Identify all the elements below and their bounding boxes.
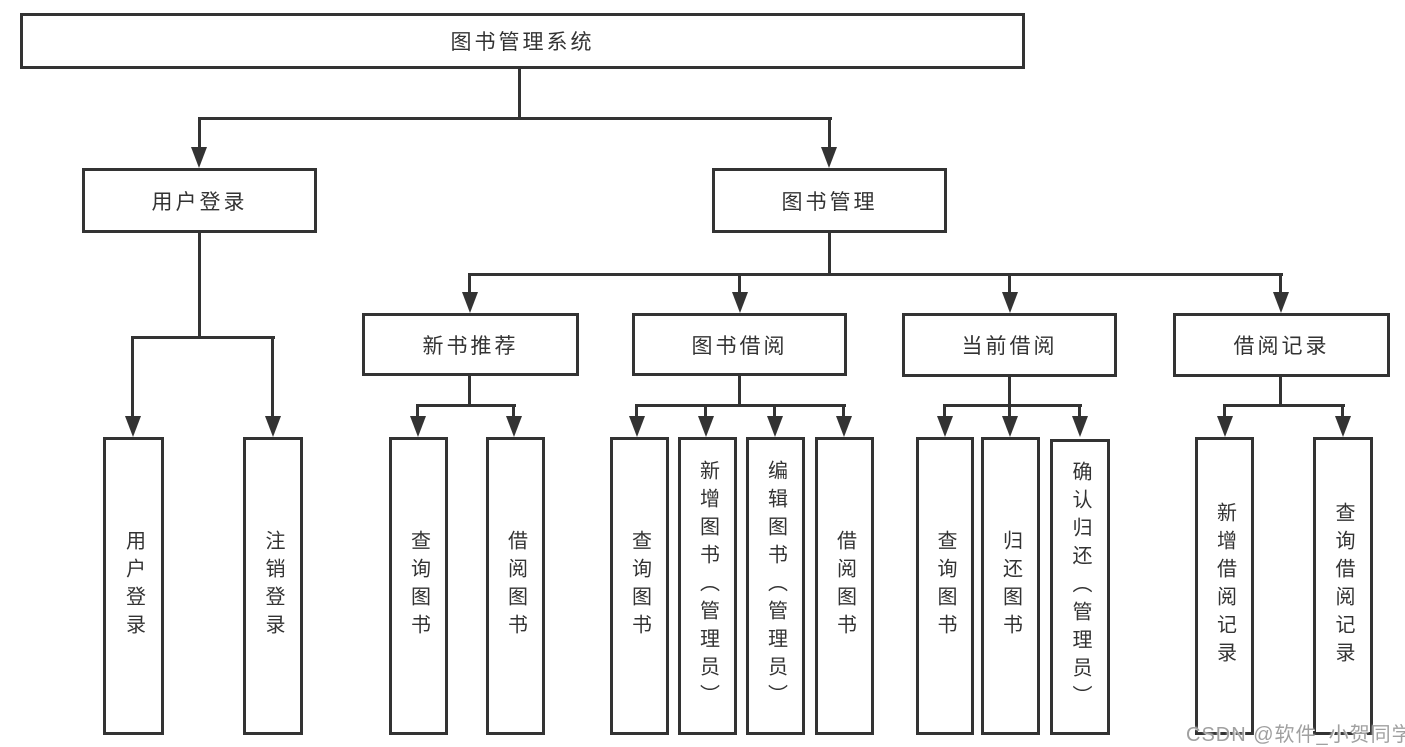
node-root-label: 图书管理系统 — [450, 31, 595, 54]
node-book-mgmt-label: 图书管理 — [781, 190, 878, 214]
node-user-login-label: 用户登录 — [151, 190, 248, 214]
arrow-leaf-logout — [265, 416, 281, 437]
connector-drop — [1341, 404, 1344, 420]
arrow-leaf — [836, 416, 852, 437]
connector-drop — [416, 404, 419, 420]
node-book-mgmt: 图书管理 — [712, 168, 947, 233]
connector-level1-horizontal — [198, 117, 832, 120]
arrow-leaf — [506, 416, 522, 437]
connector-current-borrow-horizontal — [943, 404, 1082, 407]
node-borrow-records-label: 借阅记录 — [1233, 335, 1330, 358]
connector-drop — [1078, 404, 1081, 420]
arrow-leaf — [937, 416, 953, 437]
arrow-current-borrow — [1002, 292, 1018, 313]
leaf-borrow-query: 查询图书 — [610, 437, 669, 735]
connector-drop — [1223, 404, 1226, 420]
node-root: 图书管理系统 — [20, 13, 1025, 69]
connector-drop-leaf-login — [131, 336, 134, 418]
arrow-leaf — [1335, 416, 1351, 437]
leaf-borrow-add-admin: 新增图书（管理员） — [678, 437, 737, 735]
connector-user-login-horizontal — [131, 336, 275, 339]
node-book-borrow-label: 图书借阅 — [691, 334, 788, 358]
connector-book-borrow-stem — [738, 376, 741, 407]
connector-level3-horizontal — [468, 273, 1283, 276]
arrow-leaf — [767, 416, 783, 437]
connector-drop-user-login — [198, 117, 201, 149]
connector-drop — [943, 404, 946, 420]
leaf-borrow-borrow: 借阅图书 — [815, 437, 874, 735]
connector-drop — [1008, 404, 1011, 420]
node-new-books: 新书推荐 — [362, 313, 579, 376]
leaf-new-books-query: 查询图书 — [389, 437, 448, 735]
arrow-new-books — [462, 292, 478, 313]
leaf-records-query: 查询借阅记录 — [1313, 437, 1373, 735]
connector-drop — [512, 404, 515, 420]
connector-current-borrow-stem — [1008, 377, 1011, 407]
leaf-current-confirm-admin: 确认归还（管理员） — [1050, 439, 1110, 735]
leaf-user-login: 用户登录 — [103, 437, 164, 735]
arrow-leaf — [1002, 416, 1018, 437]
connector-drop-borrow-records — [1279, 273, 1282, 293]
connector-drop-leaf-logout — [271, 336, 274, 418]
connector-book-borrow-horizontal — [635, 404, 846, 407]
leaf-current-return: 归还图书 — [981, 437, 1040, 735]
node-current-borrow: 当前借阅 — [902, 313, 1117, 377]
connector-drop-current-borrow — [1008, 273, 1011, 293]
arrow-leaf — [1072, 416, 1088, 437]
arrow-leaf — [410, 416, 426, 437]
arrow-user-login — [191, 147, 207, 168]
connector-drop — [635, 404, 638, 420]
arrow-leaf — [698, 416, 714, 437]
node-new-books-label: 新书推荐 — [422, 334, 519, 358]
connector-drop-new-books — [468, 273, 471, 293]
leaf-borrow-edit-admin: 编辑图书（管理员） — [746, 437, 805, 735]
connector-drop-book-borrow — [738, 273, 741, 293]
leaf-current-query: 查询图书 — [916, 437, 974, 735]
arrow-leaf-login — [125, 416, 141, 437]
connector-drop — [842, 404, 845, 420]
connector-borrow-records-horizontal — [1223, 404, 1345, 407]
arrow-book-mgmt — [821, 147, 837, 168]
watermark: CSDN @软件_小贺同学 — [1186, 724, 1405, 746]
arrow-book-borrow — [732, 292, 748, 313]
leaf-records-add: 新增借阅记录 — [1195, 437, 1254, 735]
node-current-borrow-label: 当前借阅 — [961, 335, 1058, 358]
connector-drop-book-mgmt — [828, 117, 831, 149]
connector-user-login-stem — [198, 233, 201, 339]
arrow-borrow-records — [1273, 292, 1289, 313]
connector-book-mgmt-stem — [828, 233, 831, 276]
node-borrow-records: 借阅记录 — [1173, 313, 1390, 377]
node-book-borrow: 图书借阅 — [632, 313, 847, 376]
connector-new-books-horizontal — [416, 404, 516, 407]
leaf-new-books-borrow: 借阅图书 — [486, 437, 545, 735]
leaf-logout: 注销登录 — [243, 437, 303, 735]
connector-root-stem — [518, 69, 521, 117]
connector-drop — [773, 404, 776, 420]
arrow-leaf — [1217, 416, 1233, 437]
node-user-login: 用户登录 — [82, 168, 317, 233]
connector-borrow-records-stem — [1279, 377, 1282, 407]
arrow-leaf — [629, 416, 645, 437]
connector-drop — [704, 404, 707, 420]
connector-new-books-stem — [468, 376, 471, 407]
